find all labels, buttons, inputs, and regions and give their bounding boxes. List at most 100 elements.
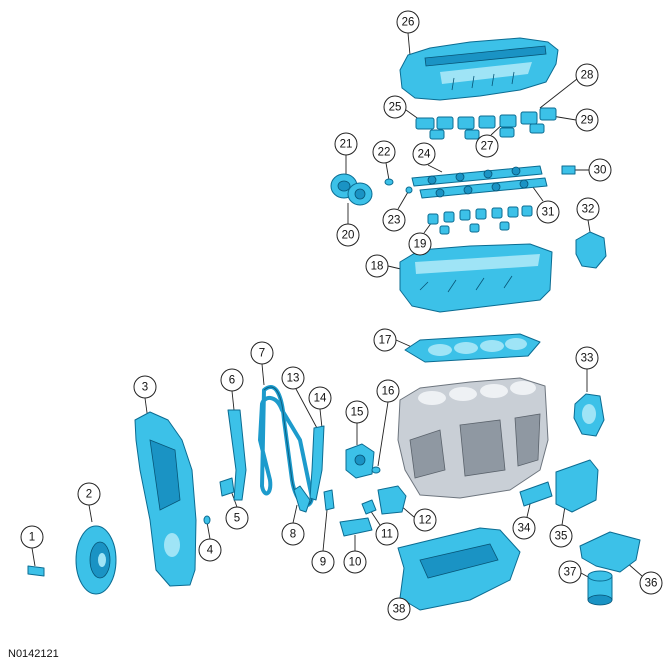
- callout-32: 32: [576, 197, 600, 221]
- callout-number: 13: [287, 373, 300, 385]
- callout-circle: [250, 341, 274, 365]
- callout-circle: [588, 158, 612, 182]
- callout-circle: [575, 63, 599, 87]
- water-pump: [575, 231, 607, 269]
- cylinder-block: [397, 377, 549, 499]
- callout-circle: [375, 522, 399, 546]
- callout-circle: [198, 538, 222, 562]
- roller-followers: [427, 205, 533, 235]
- oil-pump: [345, 443, 375, 479]
- front-cover: [134, 411, 197, 587]
- seal-23: [405, 186, 413, 194]
- callout-28: 28: [575, 63, 599, 87]
- callout-circle: [387, 597, 411, 621]
- callout-circle: [558, 560, 582, 584]
- callout-9: 9: [311, 550, 335, 574]
- callout-6: 6: [220, 368, 244, 392]
- callout-10: 10: [343, 550, 367, 574]
- callout-37: 37: [558, 560, 582, 584]
- callout-circle: [365, 254, 389, 278]
- callout-4: 4: [198, 538, 222, 562]
- valve-cover: [399, 37, 559, 101]
- callout-number: 23: [388, 215, 401, 227]
- callout-number: 35: [555, 531, 568, 543]
- callout-number: 5: [234, 513, 240, 525]
- callout-circle: [536, 200, 560, 224]
- callout-34: 34: [512, 516, 536, 540]
- callout-circle: [225, 506, 249, 530]
- callout-circle: [373, 328, 397, 352]
- callout-circle: [281, 366, 305, 390]
- callout-circle: [20, 525, 44, 549]
- callout-36: 36: [639, 571, 663, 595]
- callout-13: 13: [281, 366, 305, 390]
- callout-2: 2: [77, 482, 101, 506]
- callout-27: 27: [475, 134, 499, 158]
- callout-number: 16: [382, 386, 395, 398]
- crankshaft-pulley: [75, 525, 117, 595]
- camshafts: [411, 165, 548, 199]
- callout-circle: [133, 375, 157, 399]
- module-12: [377, 485, 407, 515]
- bracket-10: [339, 517, 373, 537]
- callout-8: 8: [281, 522, 305, 546]
- callout-18: 18: [365, 254, 389, 278]
- callout-number: 6: [229, 375, 235, 387]
- callout-number: 2: [86, 489, 92, 501]
- callout-number: 1: [29, 532, 35, 544]
- callout-33: 33: [575, 346, 599, 370]
- vct-units: [330, 173, 373, 206]
- callout-21: 21: [334, 132, 358, 156]
- oil-pan: [397, 527, 521, 611]
- o-ring-16: [371, 466, 381, 474]
- callout-circle: [575, 108, 599, 132]
- oil-filter-adapter: [579, 531, 641, 573]
- seal-22: [384, 178, 394, 186]
- callout-number: 27: [481, 141, 494, 153]
- callout-1: 1: [20, 525, 44, 549]
- callout-number: 8: [290, 529, 296, 541]
- cover-35: [555, 459, 599, 513]
- rear-main-seal-retainer: [573, 393, 605, 437]
- callout-circle: [220, 368, 244, 392]
- callout-circle: [372, 140, 396, 164]
- callout-number: 3: [142, 382, 148, 394]
- callout-number: 38: [393, 604, 406, 616]
- callout-31: 31: [536, 200, 560, 224]
- part-11: [361, 499, 377, 515]
- gasket-34: [519, 481, 553, 507]
- callout-25: 25: [383, 95, 407, 119]
- callout-number: 37: [564, 567, 577, 579]
- callout-7: 7: [250, 341, 274, 365]
- callout-number: 15: [351, 407, 364, 419]
- callout-circle: [334, 132, 358, 156]
- callout-circle: [308, 386, 332, 410]
- callout-number: 26: [402, 17, 415, 29]
- callout-number: 33: [581, 353, 594, 365]
- callout-number: 32: [582, 204, 595, 216]
- callout-16: 16: [376, 379, 400, 403]
- callout-17: 17: [373, 328, 397, 352]
- callout-15: 15: [345, 400, 369, 424]
- callout-30: 30: [588, 158, 612, 182]
- callout-number: 7: [259, 348, 265, 360]
- callout-circle: [382, 208, 406, 232]
- callout-circle: [281, 522, 305, 546]
- callout-number: 31: [542, 207, 555, 219]
- camshaft-position-sensor: [561, 165, 576, 175]
- oil-filter: [587, 570, 613, 606]
- callout-number: 4: [207, 545, 214, 557]
- callout-circle: [413, 508, 437, 532]
- callout-23: 23: [382, 208, 406, 232]
- callout-circle: [396, 10, 420, 34]
- crankshaft-bolt: [27, 565, 45, 577]
- seal-4: [203, 515, 211, 525]
- callout-number: 14: [314, 393, 327, 405]
- chain-guide-8: [293, 485, 311, 513]
- callout-number: 34: [518, 523, 531, 535]
- callout-number: 30: [594, 165, 607, 177]
- callout-circle: [336, 223, 360, 247]
- callout-circle: [576, 197, 600, 221]
